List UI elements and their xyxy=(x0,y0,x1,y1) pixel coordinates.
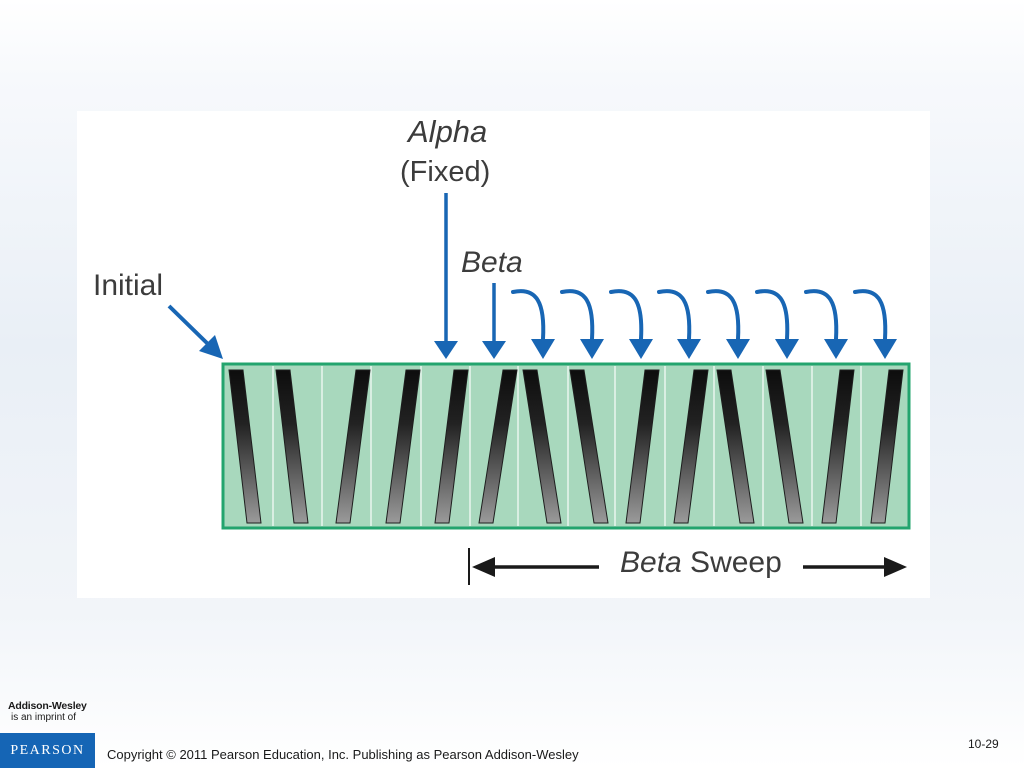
beta-sweep-label: Beta Sweep xyxy=(616,548,786,578)
slide-number: 10-29 xyxy=(968,737,999,751)
cascade-diagram: Alpha (Fixed) Beta Initial Beta Sweep xyxy=(77,111,930,598)
curved-arrow xyxy=(706,289,741,341)
alpha-label: Alpha xyxy=(408,114,488,149)
turbine-blade xyxy=(228,369,262,524)
beta-label: Beta xyxy=(461,246,523,279)
curved-arrowhead xyxy=(677,339,701,359)
publisher-name: Addison-Wesley xyxy=(8,700,87,712)
turbine-blade xyxy=(478,369,518,524)
beta-arrowhead xyxy=(482,341,506,359)
alpha-arrowhead xyxy=(434,341,458,359)
curved-arrowhead xyxy=(629,339,653,359)
curved-arrow xyxy=(657,289,692,341)
beta-sweep-italic: Beta xyxy=(620,546,682,579)
curved-arrowhead xyxy=(726,339,750,359)
initial-arrow xyxy=(167,304,213,349)
fixed-label: (Fixed) xyxy=(400,156,491,188)
turbine-blade xyxy=(716,369,755,524)
publisher-block: Addison-Wesley is an imprint of xyxy=(8,700,87,724)
turbine-blade xyxy=(275,369,309,524)
cascade-panel xyxy=(221,362,911,530)
turbine-blade xyxy=(522,369,562,524)
initial-arrowhead xyxy=(199,335,223,359)
imprint-text: is an imprint of xyxy=(11,712,77,724)
beta-sweep-word: Sweep xyxy=(681,546,782,579)
initial-label: Initial xyxy=(93,269,164,302)
curved-arrow xyxy=(853,289,888,341)
sweep-left-arrowhead xyxy=(472,557,495,577)
turbine-blade xyxy=(673,369,709,524)
copyright-text: Copyright © 2011 Pearson Education, Inc.… xyxy=(107,747,579,762)
turbine-blade xyxy=(821,369,855,524)
curved-arrow xyxy=(511,289,546,341)
curved-arrowhead xyxy=(775,339,799,359)
turbine-blade xyxy=(335,369,371,524)
turbine-blade xyxy=(434,369,469,524)
diagram-canvas xyxy=(167,193,911,585)
curved-arrowhead xyxy=(873,339,897,359)
curved-arrowhead xyxy=(531,339,555,359)
curved-arrow xyxy=(755,289,790,341)
sweep-right-arrowhead xyxy=(884,557,907,577)
turbine-blade xyxy=(765,369,804,524)
turbine-blade xyxy=(870,369,904,524)
turbine-blade xyxy=(625,369,660,524)
curved-arrowhead xyxy=(580,339,604,359)
curved-arrow xyxy=(609,289,644,341)
curved-arrow xyxy=(804,289,839,341)
curved-arrowhead xyxy=(824,339,848,359)
pearson-logo: PEARSON xyxy=(0,733,95,768)
turbine-blade xyxy=(569,369,609,524)
curved-arrow xyxy=(560,289,595,341)
turbine-blade xyxy=(385,369,421,524)
